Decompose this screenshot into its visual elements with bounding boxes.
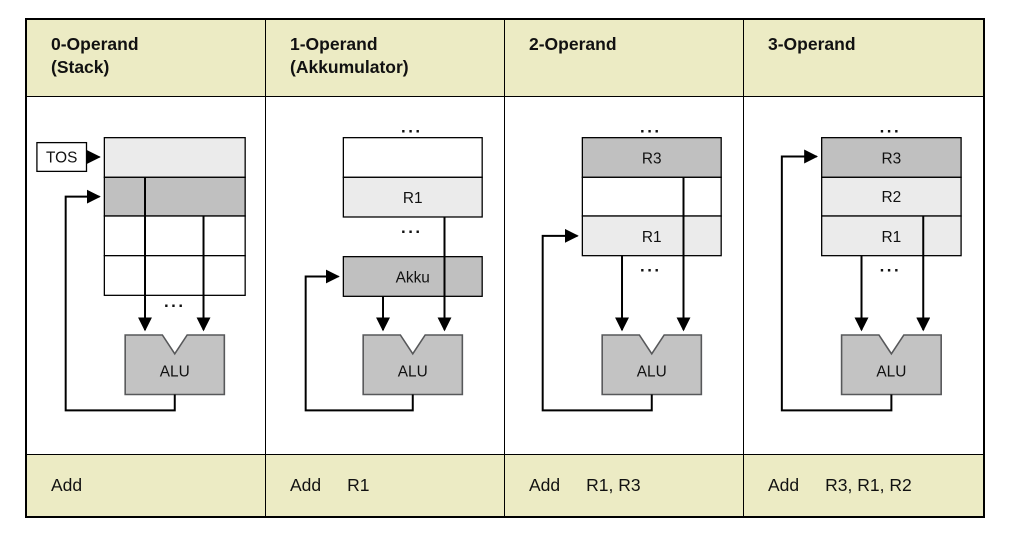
stack-cell-top	[103, 137, 246, 178]
register-label-r1: R1	[403, 190, 423, 207]
alu-box	[124, 334, 226, 396]
header-cell-2-operand: 2-Operand	[505, 20, 744, 97]
diagram-cell-3-operand: ... R3 R2 R1 ... ALU	[744, 97, 983, 455]
instruction-cell-2-operand: Add R1, R3	[505, 455, 744, 516]
result-feedback-arrow	[541, 228, 653, 412]
instruction-mnemonic: Add	[51, 475, 83, 495]
alu-box	[840, 334, 942, 396]
register-cell-empty	[342, 137, 483, 178]
instruction-cell-stack: Add	[27, 455, 266, 516]
ellipsis-top: ...	[401, 118, 422, 137]
ellipsis-top: ...	[640, 118, 661, 137]
two-operand-architecture-diagram: ... R3 R1 ... ALU	[541, 118, 722, 412]
register-label-r3: R3	[642, 150, 662, 167]
result-feedback-arrow	[304, 269, 414, 412]
diagram-cell-accumulator: ... R1 ... Akku ALU	[266, 97, 505, 455]
instruction-operands: R3, R1, R2	[825, 475, 912, 495]
operand-architecture-table: 0-Operand (Stack) 1-Operand (Akkumulator…	[25, 18, 985, 518]
tos-label: TOS	[46, 149, 77, 166]
alu-box	[362, 334, 464, 396]
instruction-cell-3-operand: Add R3, R1, R2	[744, 455, 983, 516]
header-cell-0-operand: 0-Operand (Stack)	[27, 20, 266, 97]
stack-cell-second	[103, 176, 246, 217]
akku-label: Akku	[396, 269, 430, 286]
register-label-r1: R1	[882, 229, 902, 246]
instruction-cell-accumulator: Add R1	[266, 455, 505, 516]
instruction-operands: R1	[347, 475, 370, 495]
three-operand-architecture-diagram: ... R3 R2 R1 ... ALU	[780, 118, 962, 412]
ellipsis: ...	[164, 292, 185, 311]
register-cell-empty	[581, 176, 722, 217]
alu-label: ALU	[876, 364, 906, 381]
register-cell-r3	[821, 137, 962, 178]
header-title: 2-Operand	[529, 34, 617, 54]
register-cell-r1	[581, 215, 722, 257]
akku-box	[342, 256, 483, 297]
register-label-r3: R3	[882, 150, 902, 167]
register-label-r1: R1	[642, 229, 662, 246]
ellipsis-bottom: ...	[401, 218, 422, 237]
stack-cell-third	[103, 215, 246, 257]
stack-architecture-diagram: TOS ... ALU	[36, 137, 246, 412]
register-cell-r3	[581, 137, 722, 178]
header-title: 0-Operand	[51, 34, 139, 54]
result-feedback-arrow	[780, 149, 893, 412]
register-cell-r1	[821, 215, 962, 257]
ellipsis-top: ...	[880, 118, 902, 137]
ellipsis-bottom: ...	[640, 257, 661, 276]
header-title: 3-Operand	[768, 34, 856, 54]
alu-box	[601, 334, 703, 396]
instruction-mnemonic: Add	[290, 475, 322, 495]
diagram-cell-2-operand: ... R3 R1 ... ALU	[505, 97, 744, 455]
alu-label: ALU	[160, 364, 190, 381]
result-feedback-arrow	[64, 189, 176, 412]
header-cell-3-operand: 3-Operand	[744, 20, 983, 97]
alu-label: ALU	[398, 364, 428, 381]
header-subtitle: (Akkumulator)	[290, 57, 409, 78]
header-title: 1-Operand	[290, 34, 378, 54]
instruction-mnemonic: Add	[768, 475, 800, 495]
accumulator-architecture-diagram: ... R1 ... Akku ALU	[304, 118, 483, 412]
header-cell-1-operand: 1-Operand (Akkumulator)	[266, 20, 505, 97]
register-cell-r1	[342, 176, 483, 218]
alu-label: ALU	[637, 364, 667, 381]
header-subtitle: (Stack)	[51, 57, 110, 78]
stack-cell-fourth	[103, 255, 246, 296]
register-label-r2: R2	[882, 189, 902, 206]
register-cell-r2	[821, 176, 962, 217]
instruction-mnemonic: Add	[529, 475, 561, 495]
diagram-cell-stack: TOS ... ALU	[27, 97, 266, 455]
ellipsis-bottom: ...	[880, 257, 902, 276]
instruction-operands: R1, R3	[586, 475, 641, 495]
tos-box	[36, 141, 88, 173]
